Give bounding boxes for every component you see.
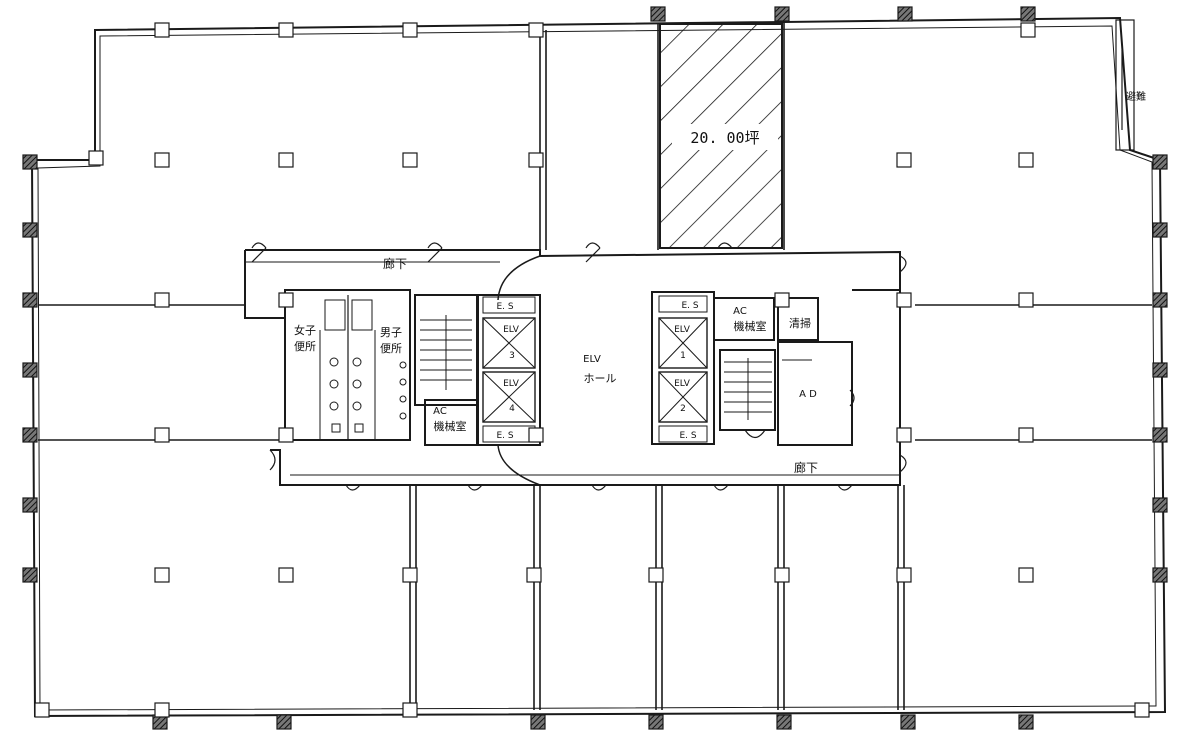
structural-column-exterior — [774, 6, 790, 22]
structural-column-exterior — [1152, 497, 1168, 513]
corner-stair-label: 避難 — [1126, 90, 1146, 103]
structural-column — [774, 567, 790, 583]
column-set — [22, 6, 1168, 730]
elevator-4-number: 4 — [509, 404, 515, 414]
structural-column — [154, 292, 170, 308]
toilet-female-label-2: 便所 — [294, 340, 316, 353]
elevator-3-label: ELV — [503, 325, 520, 335]
toilet-male-label-2: 便所 — [380, 342, 402, 355]
building-outline — [30, 16, 1167, 718]
door-swings — [251, 242, 907, 491]
corner-stair: 避難 — [1115, 19, 1146, 151]
structural-column — [34, 702, 50, 718]
structural-column — [896, 152, 912, 168]
structural-column-exterior — [1152, 154, 1168, 170]
elevator-1-number: 1 — [680, 351, 686, 361]
structural-column — [1018, 567, 1034, 583]
elevator-2-label: ELV — [674, 379, 691, 389]
structural-column — [278, 427, 294, 443]
structural-column — [154, 22, 170, 38]
structural-column — [528, 152, 544, 168]
structural-column — [526, 567, 542, 583]
structural-column — [154, 152, 170, 168]
structural-column-exterior — [22, 154, 38, 170]
structural-column-exterior — [648, 714, 664, 730]
elevator-1-label: ELV — [674, 325, 691, 335]
structural-column-exterior — [650, 6, 666, 22]
ac-room-east-label-2: 機械室 — [734, 319, 767, 333]
structural-column — [154, 567, 170, 583]
elevator-3-number: 3 — [509, 351, 515, 361]
structural-column-exterior — [1152, 427, 1168, 443]
structural-column — [154, 702, 170, 718]
structural-column — [648, 567, 664, 583]
room-labels: 廊下 廊下 女子 便所 男子 便所 AC 機械室 ELV ホール AC 機械室 … — [294, 256, 818, 475]
interior-walls — [38, 22, 1152, 710]
structural-column — [896, 567, 912, 583]
elv-hall-label-2: ホール — [584, 372, 617, 385]
structural-column — [1018, 292, 1034, 308]
structural-column — [1018, 427, 1034, 443]
structural-column-exterior — [276, 714, 292, 730]
structural-column-exterior — [1152, 567, 1168, 583]
structural-column-exterior — [22, 362, 38, 378]
structural-column — [896, 292, 912, 308]
structural-column — [402, 22, 418, 38]
es-label-east-bottom: E. S — [679, 431, 696, 441]
rental-area-label: 20. 00坪 — [690, 129, 759, 147]
structural-column — [278, 567, 294, 583]
structural-column — [1020, 22, 1036, 38]
structural-column — [528, 22, 544, 38]
central-core — [244, 249, 901, 486]
structural-column — [278, 292, 294, 308]
structural-column — [1018, 152, 1034, 168]
toilet-fixtures — [329, 357, 407, 433]
toilet-male-label-1: 男子 — [380, 326, 402, 339]
ac-room-west-label-2: 機械室 — [434, 419, 467, 433]
ac-room-east-label-1: AC — [733, 306, 747, 317]
structural-column-exterior — [22, 427, 38, 443]
structural-column-exterior — [22, 567, 38, 583]
structural-column — [278, 152, 294, 168]
ac-room-west-label-1: AC — [433, 406, 447, 417]
structural-column — [896, 427, 912, 443]
structural-column — [402, 702, 418, 718]
structural-column-exterior — [1152, 362, 1168, 378]
es-label-east-top: E. S — [681, 301, 698, 311]
es-label-west-bottom: E. S — [496, 431, 513, 441]
structural-column — [1134, 702, 1150, 718]
structural-column-exterior — [22, 292, 38, 308]
ad-room-label: A D — [799, 389, 817, 400]
structural-column-exterior — [530, 714, 546, 730]
elv-hall-label-1: ELV — [583, 354, 601, 365]
structural-column-exterior — [1152, 222, 1168, 238]
structural-column — [402, 152, 418, 168]
toilet-female-label-1: 女子 — [294, 323, 316, 337]
structural-column-exterior — [900, 714, 916, 730]
structural-column — [278, 22, 294, 38]
structural-column-exterior — [897, 6, 913, 22]
corridor-north-label: 廊下 — [383, 256, 407, 271]
structural-column-exterior — [22, 497, 38, 513]
structural-column-exterior — [1018, 714, 1034, 730]
structural-column — [154, 427, 170, 443]
elevator-4-label: ELV — [503, 379, 520, 389]
structural-column-exterior — [776, 714, 792, 730]
structural-column-exterior — [22, 222, 38, 238]
elevator-2-number: 2 — [680, 404, 686, 414]
structural-column — [402, 567, 418, 583]
structural-column — [528, 427, 544, 443]
es-label-west-top: E. S — [496, 302, 513, 312]
structural-column — [88, 150, 104, 166]
structural-column — [774, 292, 790, 308]
hatched-rental-area: 20. 00坪 — [659, 23, 783, 249]
structural-column-exterior — [1020, 6, 1036, 22]
cleaning-room-label: 清掃 — [789, 316, 811, 330]
structural-column-exterior — [1152, 292, 1168, 308]
corridor-south-label: 廊下 — [794, 460, 818, 475]
